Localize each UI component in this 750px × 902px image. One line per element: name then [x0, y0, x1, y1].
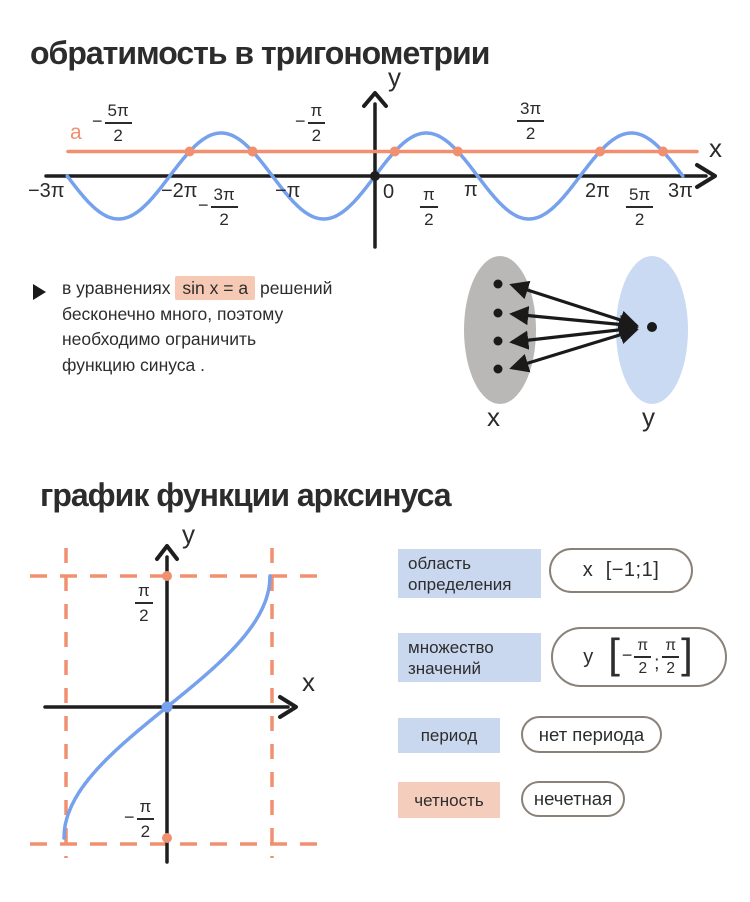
intersection-dot: [595, 146, 605, 157]
range-point: [647, 322, 657, 332]
intersection-dot: [184, 146, 195, 157]
arcsin-plot-group: [62, 571, 272, 843]
endpoint-dot: [162, 833, 172, 843]
intersection-dot: [452, 146, 463, 157]
sine-y-axis-arrow-icon: [362, 91, 388, 108]
mapping-arrow: [509, 325, 639, 373]
sine-x-axis-arrow-icon: [695, 163, 717, 189]
domain-point: [493, 336, 503, 346]
arcsin-origin-dot: [161, 701, 173, 713]
domain-point: [493, 364, 503, 374]
arcsin-y-axis-arrow-icon: [155, 544, 179, 561]
domain-ellipse: [464, 256, 536, 404]
domain-point: [493, 308, 503, 318]
sine-origin-dot: [370, 171, 380, 181]
intersection-dot: [658, 146, 668, 157]
domain-point: [493, 279, 503, 289]
intersection-dot: [389, 146, 400, 157]
intersection-dot: [247, 146, 258, 157]
arcsin-x-axis-arrow-icon: [278, 695, 298, 719]
endpoint-dot: [162, 571, 172, 581]
